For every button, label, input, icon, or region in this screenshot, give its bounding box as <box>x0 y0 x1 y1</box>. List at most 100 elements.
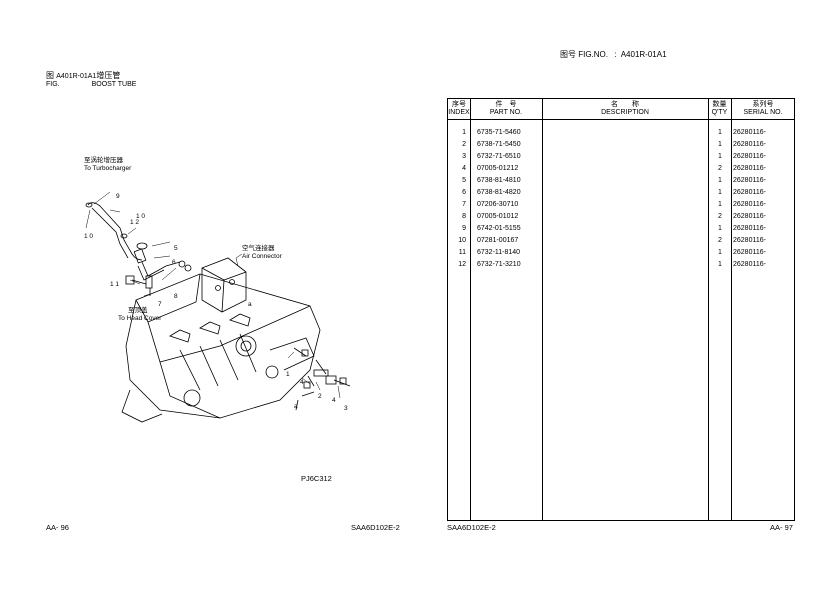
table-row: 807005-01012............................… <box>448 211 796 223</box>
footer-left-model: SAA6D102E-2 <box>351 523 400 532</box>
cell-serial-no: 26280116- <box>733 177 766 184</box>
cell-serial-no: 26280116- <box>733 153 766 160</box>
table-row: 96742-01-5155...........................… <box>448 223 796 235</box>
air-connector-part <box>201 257 247 313</box>
cell-part-no: 6742-01-5155 <box>477 225 521 232</box>
fig-number-value: A401R-01A1 <box>620 50 667 59</box>
cell-index: 9 <box>462 225 466 232</box>
to-turbocharger-cn: 至涡轮增压器 <box>84 155 124 164</box>
cell-index: 3 <box>462 153 466 160</box>
cell-qty: 2 <box>718 213 722 220</box>
cell-index: 10 <box>458 237 466 244</box>
figure-title-en: BOOST TUBE <box>91 81 137 88</box>
cell-index: 2 <box>462 141 466 148</box>
callout-a: a <box>248 301 252 308</box>
exploded-drawing: 9 1 0 1 0 1 2 5 6 1 1 8 7 a 1 4 2 4 3 a … <box>84 155 351 423</box>
callout-12: 1 2 <box>130 219 139 226</box>
cell-serial-no: 26280116- <box>733 237 766 244</box>
callout-6: 6 <box>172 259 176 266</box>
cell-serial-no: 26280116- <box>733 213 766 220</box>
cell-serial-no: 26280116- <box>733 141 766 148</box>
cell-qty: 2 <box>718 237 722 244</box>
cell-part-no: 07281-00167 <box>477 237 519 244</box>
fig-number-separator: : <box>614 50 617 59</box>
cell-part-no: 6732-11-8140 <box>477 249 521 256</box>
cell-part-no: 6732-71-6510 <box>477 153 521 160</box>
air-connector-en: Air Connector <box>242 253 283 260</box>
cell-serial-no: 26280116- <box>733 261 766 268</box>
callout-4b: 4 <box>332 397 336 404</box>
cell-qty: 1 <box>718 177 722 184</box>
cell-index: 12 <box>458 261 466 268</box>
cell-qty: 1 <box>718 189 722 196</box>
cell-index: 7 <box>462 201 466 208</box>
cell-serial-no: 26280116- <box>733 249 766 256</box>
cell-qty: 1 <box>718 201 722 208</box>
figure-title-cn-prefix: 图 <box>46 71 54 80</box>
cell-index: 6 <box>462 189 466 196</box>
table-row: 66738-81-4820...........................… <box>448 187 796 199</box>
to-head-cover-cn: 至顶盖 <box>128 305 148 314</box>
cell-part-no: 6738-81-4820 <box>477 189 521 196</box>
cell-qty: 1 <box>718 141 722 148</box>
table-row: 407005-01212............................… <box>448 163 796 175</box>
callout-10: 1 0 <box>136 213 145 220</box>
table-row: 36732-71-6510...........................… <box>448 151 796 163</box>
table-row: 1007281-00167...........................… <box>448 235 796 247</box>
callout-9: 9 <box>116 193 120 200</box>
to-head-cover-en: To Head Cover <box>118 315 162 322</box>
drawing-code: PJ6C312 <box>301 474 332 483</box>
callout-3: 3 <box>344 405 348 412</box>
cell-part-no: 07206-30710 <box>477 201 519 208</box>
cell-index: 8 <box>462 213 466 220</box>
fig-number-label: 图号 FIG.NO. <box>560 50 608 59</box>
callout-7: 7 <box>158 301 162 308</box>
figure-label: FIG. <box>46 81 60 88</box>
cell-qty: 2 <box>718 165 722 172</box>
cell-part-no: 6738-81-4810 <box>477 177 521 184</box>
figure-title-cn: 增压管 <box>96 71 121 80</box>
cell-qty: 1 <box>718 153 722 160</box>
table-row: 56738-81-4810...........................… <box>448 175 796 187</box>
cell-qty: 1 <box>718 261 722 268</box>
figure-code: A401R-01A1 <box>56 73 97 80</box>
cell-part-no: 07005-01012 <box>477 213 519 220</box>
cell-serial-no: 26280116- <box>733 201 766 208</box>
callout-5: 5 <box>174 245 178 252</box>
cell-index: 5 <box>462 177 466 184</box>
footer-right-model: SAA6D102E-2 <box>447 523 496 532</box>
cell-serial-no: 26280116- <box>733 189 766 196</box>
cell-qty: 1 <box>718 129 722 136</box>
cell-part-no: 6735-71-5460 <box>477 129 521 136</box>
to-turbocharger-en: To Turbocharger <box>84 165 132 172</box>
cell-serial-no: 26280116- <box>733 225 766 232</box>
callout-2: 2 <box>318 393 322 400</box>
footer-right-page: AA- 97 <box>770 523 793 532</box>
engine-block <box>125 273 321 419</box>
callout-1: 1 <box>286 371 290 378</box>
table-row: 116732-11-8140..........................… <box>448 247 796 259</box>
table-row: 707206-30710............................… <box>448 199 796 211</box>
hose-part <box>133 248 147 264</box>
table-row: 16735-71-5460...........................… <box>448 127 796 139</box>
cell-serial-no: 26280116- <box>733 129 766 136</box>
air-connector-cn: 空气连接器 <box>242 243 275 252</box>
figure-title: 图 A401R-01A1增压管 FIG. BOOST TUBE <box>46 71 136 89</box>
cell-part-no: 6738-71-5450 <box>477 141 521 148</box>
cell-serial-no: 26280116- <box>733 165 766 172</box>
table-row: 26738-71-5450...........................… <box>448 139 796 151</box>
cell-part-no: 07005-01212 <box>477 165 519 172</box>
cell-index: 1 <box>462 129 466 136</box>
callout-10b: 1 0 <box>84 233 93 240</box>
cell-qty: 1 <box>718 225 722 232</box>
fig-number-header: 图号 FIG.NO. : A401R-01A1 <box>560 49 667 60</box>
footer-left-page: AA- 96 <box>46 523 69 532</box>
cell-index: 11 <box>458 249 466 256</box>
callout-4: 4 <box>300 379 304 386</box>
